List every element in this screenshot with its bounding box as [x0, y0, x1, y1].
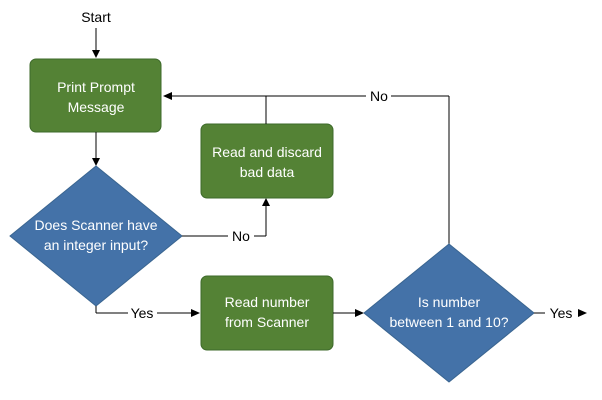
read-discard-line2: bad data [240, 164, 295, 180]
read-number-node: Read number from Scanner [200, 275, 334, 351]
print-prompt-box [29, 58, 162, 133]
read-number-to-decision-arrow [333, 309, 364, 317]
in-range-diamond [363, 243, 535, 383]
print-prompt-line2: Message [68, 99, 125, 115]
in-range-line1: Is number [418, 294, 481, 310]
has-integer-diamond [9, 165, 183, 307]
in-range-yes-edge [534, 309, 587, 317]
read-discard-node: Read and discard bad data [200, 123, 334, 199]
print-prompt-node: Print Prompt Message [29, 58, 162, 133]
in-range-no-edge [163, 92, 450, 244]
read-number-line1: Read number [225, 294, 310, 310]
has-integer-line1: Does Scanner have [35, 217, 158, 233]
in-range-decision: Is number between 1 and 10? [363, 243, 535, 383]
start-label: Start [81, 9, 111, 25]
has-integer-yes-label: Yes [131, 305, 154, 321]
read-discard-box [200, 123, 334, 199]
read-discard-line1: Read and discard [212, 144, 322, 160]
start-arrow [92, 28, 100, 58]
in-range-no-label: No [370, 88, 388, 104]
print-prompt-line1: Print Prompt [57, 79, 135, 95]
has-integer-no-edge [182, 198, 270, 237]
prompt-to-decision-arrow [92, 132, 100, 166]
has-integer-yes-edge [95, 306, 200, 317]
has-integer-decision: Does Scanner have an integer input? [9, 165, 183, 307]
read-number-box [200, 275, 334, 351]
has-integer-no-label: No [232, 228, 250, 244]
read-number-line2: from Scanner [225, 314, 309, 330]
has-integer-line2: an integer input? [44, 237, 149, 253]
in-range-yes-label: Yes [550, 305, 573, 321]
in-range-line2: between 1 and 10? [389, 314, 508, 330]
